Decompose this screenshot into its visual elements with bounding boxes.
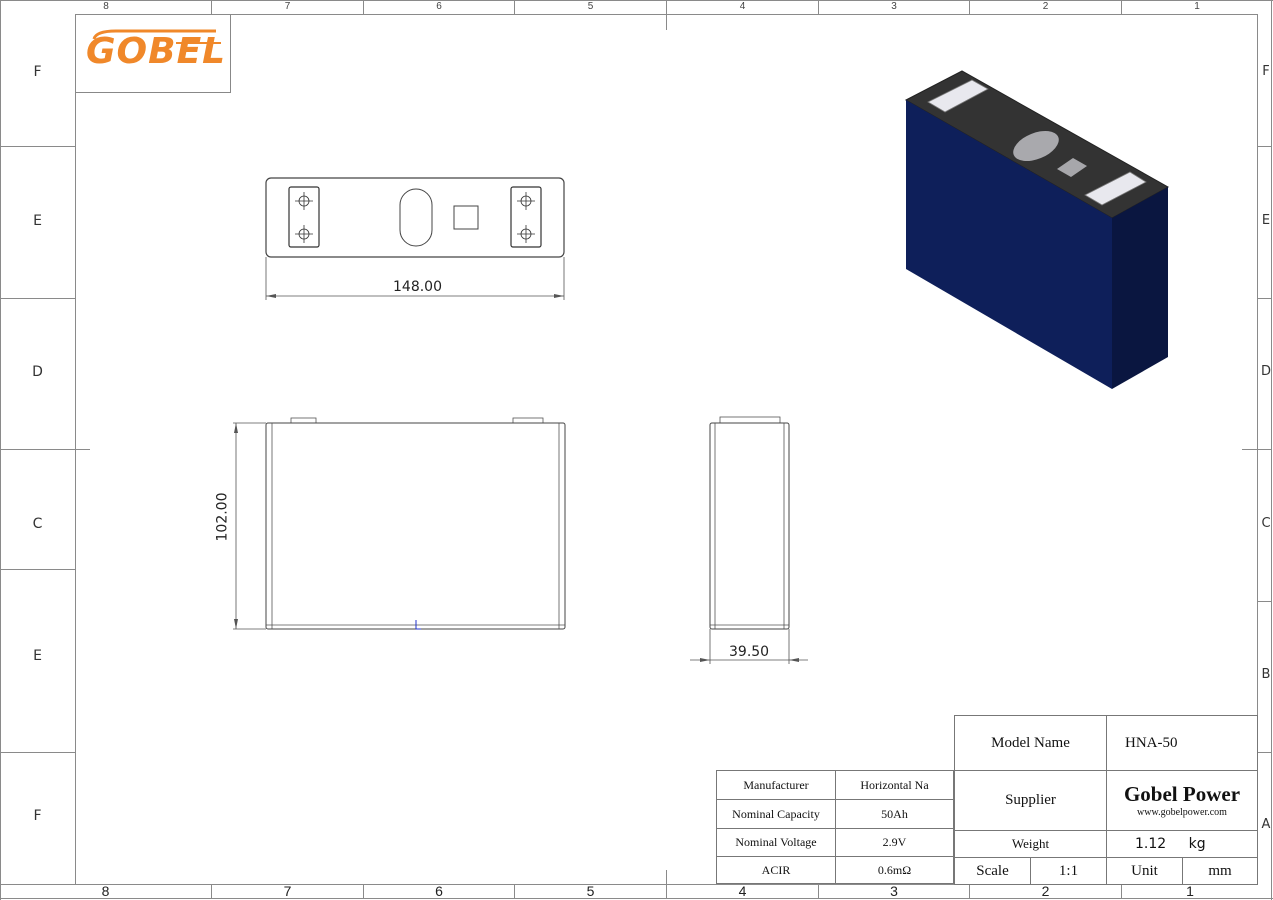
zone-row-label: E	[33, 213, 42, 229]
spec-value: 0.6mΩ	[835, 856, 954, 884]
zone-col-label: 4	[739, 1, 746, 12]
supplier-cell: Gobel Power www.gobelpower.com	[1106, 770, 1258, 831]
zone-col-label: 8	[101, 883, 110, 899]
specs-row: ACIR 0.6mΩ	[716, 856, 954, 884]
zone-divider	[1121, 884, 1122, 899]
zone-row-label: F	[33, 808, 42, 824]
zone-col-label: 6	[436, 1, 442, 12]
unit-value: mm	[1182, 857, 1258, 885]
zone-divider	[1258, 146, 1272, 147]
gobel-logo: GOBEL	[76, 15, 231, 93]
zone-divider	[0, 752, 75, 753]
specs-table: Manufacturer Horizontal Na Nominal Capac…	[716, 770, 954, 884]
specs-row: Nominal Capacity 50Ah	[716, 799, 954, 829]
zone-divider	[818, 884, 819, 899]
zone-row-label: B	[1261, 667, 1271, 682]
zone-divider	[0, 298, 75, 299]
supplier-label: Supplier	[954, 770, 1107, 831]
zone-col-label: 3	[890, 883, 898, 899]
zone-col-label: 1	[1186, 883, 1194, 899]
side-view	[690, 416, 808, 664]
weight-label: Weight	[954, 830, 1107, 858]
frame-outer-left	[0, 0, 1, 900]
zone-col-label: 4	[738, 883, 747, 899]
zone-divider	[1242, 449, 1272, 450]
zone-divider	[666, 0, 667, 30]
zone-divider	[1121, 0, 1122, 14]
dimension-width: 148.00	[393, 279, 442, 295]
zone-col-label: 2	[1041, 883, 1050, 899]
zone-row-label: C	[32, 516, 43, 532]
supplier-name: Gobel Power	[1123, 781, 1241, 806]
title-block: Model Name HNA-50 Supplier Gobel Power w…	[954, 715, 1258, 885]
zone-divider	[0, 449, 90, 450]
spec-label: Manufacturer	[716, 770, 836, 800]
specs-row: Nominal Voltage 2.9V	[716, 828, 954, 857]
zone-col-label: 1	[1194, 1, 1200, 12]
logo-text: GOBEL	[86, 31, 227, 72]
zone-divider	[0, 569, 75, 570]
spec-label: Nominal Capacity	[716, 799, 836, 829]
zone-col-label: 6	[435, 883, 443, 899]
zone-divider	[1258, 752, 1272, 753]
zone-col-label: 2	[1042, 1, 1049, 12]
spec-value: 50Ah	[835, 799, 954, 829]
isometric-view	[904, 70, 1170, 389]
spec-label: ACIR	[716, 856, 836, 884]
scale-value: 1:1	[1030, 857, 1107, 885]
frame-inner-bottom	[0, 884, 1258, 885]
unit-label: Unit	[1106, 857, 1183, 885]
zone-col-label: 8	[103, 1, 109, 12]
dimension-height: 102.00	[214, 492, 231, 542]
weight-cell: 1.12 kg	[1106, 830, 1258, 858]
zone-divider	[0, 146, 75, 147]
zone-col-label: 5	[587, 1, 594, 12]
zone-row-label: D	[1260, 364, 1271, 379]
zone-row-label: F	[1262, 64, 1270, 79]
zone-divider	[666, 870, 667, 899]
zone-row-label: E	[1261, 213, 1271, 228]
zone-row-label: E	[33, 648, 42, 664]
zone-divider	[818, 0, 819, 14]
zone-divider	[1258, 298, 1272, 299]
zone-divider	[1258, 601, 1272, 602]
zone-row-label: F	[33, 64, 42, 80]
zone-divider	[969, 884, 970, 899]
logo-swoosh-icon	[92, 29, 221, 44]
front-view	[233, 417, 566, 630]
zone-divider	[514, 884, 515, 899]
scale-label: Scale	[954, 857, 1031, 885]
zone-col-label: 5	[586, 883, 595, 899]
zone-col-label: 7	[283, 883, 292, 899]
spec-label: Nominal Voltage	[716, 828, 836, 857]
spec-value: 2.9V	[835, 828, 954, 857]
zone-row-label: A	[1261, 817, 1271, 832]
frame-outer-bottom	[0, 898, 1273, 899]
zone-col-label: 3	[891, 1, 897, 12]
weight-value: 1.12	[1135, 836, 1167, 852]
specs-row: Manufacturer Horizontal Na	[716, 770, 954, 800]
zone-divider	[211, 0, 212, 14]
zone-row-label: C	[1261, 516, 1271, 531]
zone-col-label: 7	[284, 1, 291, 12]
weight-unit: kg	[1188, 836, 1206, 852]
spec-value: Horizontal Na	[835, 770, 954, 800]
top-view	[265, 177, 565, 300]
supplier-url: www.gobelpower.com	[1137, 806, 1227, 818]
zone-divider	[363, 0, 364, 14]
model-name-value: HNA-50	[1106, 715, 1258, 771]
zone-divider	[514, 0, 515, 14]
zone-divider	[211, 884, 212, 899]
dimension-thickness: 39.50	[729, 644, 770, 660]
zone-row-label: D	[32, 364, 43, 380]
zone-divider	[363, 884, 364, 899]
frame-outer-top	[0, 0, 1273, 1]
zone-divider	[969, 0, 970, 14]
model-name-label: Model Name	[954, 715, 1107, 771]
frame-outer-right	[1271, 0, 1272, 900]
